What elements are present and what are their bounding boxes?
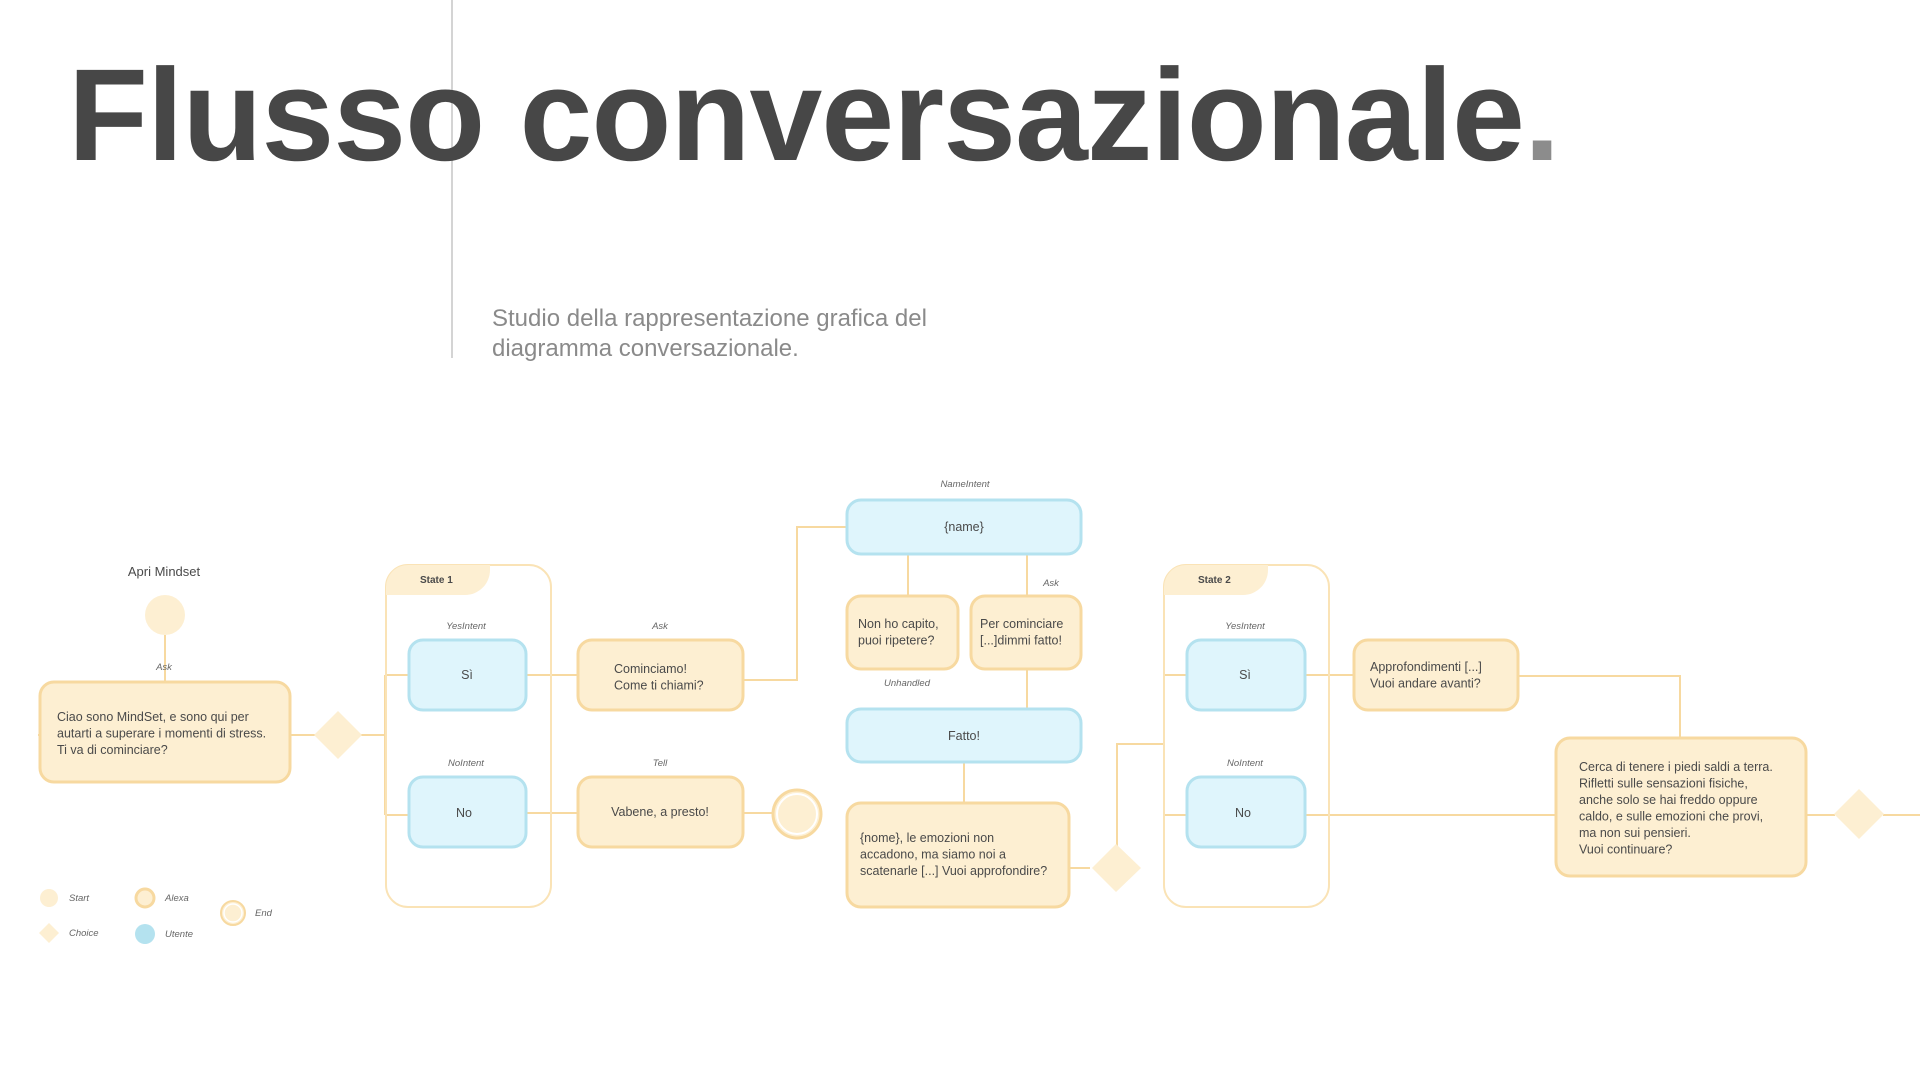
connector — [1116, 743, 1163, 846]
choice-diamond — [1092, 844, 1141, 892]
name-node — [845, 498, 1083, 556]
conversation-flow-diagram: Apri Mindset Ask Ciao sono MindSet, e so… — [38, 479, 1920, 944]
state1-yes-label: Sì — [461, 668, 473, 682]
state2-yes-node — [1185, 638, 1307, 712]
ask3-tag: Ask — [1042, 578, 1060, 589]
tell-text: Vabene, a presto! — [611, 805, 709, 819]
choice-diamond — [1834, 789, 1884, 839]
connector — [1518, 675, 1681, 738]
nome-line: scatenarle [...] Vuoi approfondire? — [860, 864, 1047, 878]
cerca-line: Cerca di tenere i piedi saldi a terra. — [1579, 760, 1773, 774]
state2-tab — [1164, 565, 1268, 597]
legend-utente-label: Utente — [165, 929, 193, 940]
approf-text: Approfondimenti [...] Vuoi andare avanti… — [1370, 660, 1485, 691]
ask3-line: Per cominciare — [980, 617, 1063, 631]
intro-line: Ti va di cominciare? — [57, 743, 168, 757]
legend-choice-swatch — [39, 923, 59, 943]
legend-end-label: End — [255, 908, 273, 919]
intro-text: Ciao sono MindSet, e sono qui per autart… — [57, 710, 270, 757]
tell-node — [576, 775, 745, 849]
connector — [743, 526, 847, 681]
legend-choice-label: Choice — [69, 928, 99, 939]
fatto-node — [845, 707, 1083, 764]
state1-no-node — [407, 775, 528, 849]
legend: Start Alexa End Choice Utente — [39, 887, 273, 944]
ask3-line: [...]dimmi fatto! — [980, 634, 1062, 648]
state1-no-label: No — [456, 806, 472, 820]
nome-node — [845, 801, 1071, 909]
ask3-node — [969, 594, 1083, 671]
unhandled-line: Non ho capito, — [858, 617, 939, 631]
unhandled-tag: Unhandled — [884, 678, 931, 689]
cerca-text: Cerca di tenere i piedi saldi a terra. R… — [1579, 760, 1776, 857]
state1-tab — [386, 565, 490, 597]
legend-end-swatch-inner — [223, 903, 243, 923]
vertical-divider — [451, 0, 453, 358]
nome-line: accadono, ma siamo noi a — [860, 848, 1006, 862]
legend-alexa-label: Alexa — [164, 893, 189, 904]
cerca-line: ma non sui pensieri. — [1579, 826, 1691, 840]
fatto-label: Fatto! — [948, 729, 980, 743]
ask2-line: Come ti chiami? — [614, 679, 704, 693]
state1-title: State 1 — [420, 575, 453, 586]
page-title: Flusso conversazionale. — [68, 41, 1560, 188]
intro-tag: Ask — [155, 662, 173, 673]
cerca-node — [1554, 736, 1808, 878]
ask2-line: Cominciamo! — [614, 662, 687, 676]
legend-alexa-swatch — [134, 887, 156, 909]
unhandled-text: Non ho capito, puoi ripetere? — [858, 617, 942, 648]
intro-line: autarti a superare i momenti di stress. — [57, 727, 266, 741]
end-node-inner — [776, 793, 818, 835]
intro-node — [38, 680, 292, 784]
intro-line: Ciao sono MindSet, e sono qui per — [57, 710, 249, 724]
approf-line: Approfondimenti [...] — [1370, 660, 1482, 674]
cerca-line: caldo, e sulle emozioni che provi, — [1579, 810, 1763, 824]
state2-no-label: No — [1235, 806, 1251, 820]
approf-node — [1352, 638, 1520, 712]
state1-container — [385, 564, 552, 908]
ask2-text: Cominciamo! Come ti chiami? — [614, 662, 704, 693]
start-label: Apri Mindset — [128, 564, 201, 579]
state1-yes-node — [407, 638, 528, 712]
ask2-node — [576, 638, 745, 712]
state2-no-intent: NoIntent — [1227, 758, 1263, 769]
start-node — [145, 595, 185, 635]
ask3-text: Per cominciare [...]dimmi fatto! — [980, 617, 1067, 648]
state1-yes-intent: YesIntent — [446, 621, 486, 632]
choice-diamond — [314, 711, 362, 759]
approf-line: Vuoi andare avanti? — [1370, 677, 1481, 691]
title-dot: . — [1523, 41, 1560, 188]
state2-title: State 2 — [1198, 575, 1231, 586]
legend-utente-swatch — [135, 924, 155, 944]
name-label: {name} — [944, 520, 984, 534]
cerca-line: anche solo se hai freddo oppure — [1579, 793, 1758, 807]
state2-yes-intent: YesIntent — [1225, 621, 1265, 632]
name-intent-label: NameIntent — [940, 479, 989, 490]
state2-container — [1163, 564, 1330, 908]
unhandled-line: puoi ripetere? — [858, 634, 934, 648]
unhandled-node — [845, 594, 960, 671]
legend-start-swatch — [40, 889, 58, 907]
cerca-line: Vuoi continuare? — [1579, 843, 1672, 857]
tell-tag: Tell — [653, 758, 668, 769]
nome-line: {nome}, le emozioni non — [860, 831, 994, 845]
state2-no-node — [1185, 775, 1307, 849]
nome-text: {nome}, le emozioni non accadono, ma sia… — [860, 831, 1047, 878]
cerca-line: Rifletti sulle sensazioni fisiche, — [1579, 777, 1748, 791]
page-subtitle: Studio della rappresentazione grafica de… — [492, 305, 927, 362]
legend-start-label: Start — [69, 893, 89, 904]
ask2-tag: Ask — [651, 621, 669, 632]
state2-yes-label: Sì — [1239, 668, 1251, 682]
state1-no-intent: NoIntent — [448, 758, 484, 769]
